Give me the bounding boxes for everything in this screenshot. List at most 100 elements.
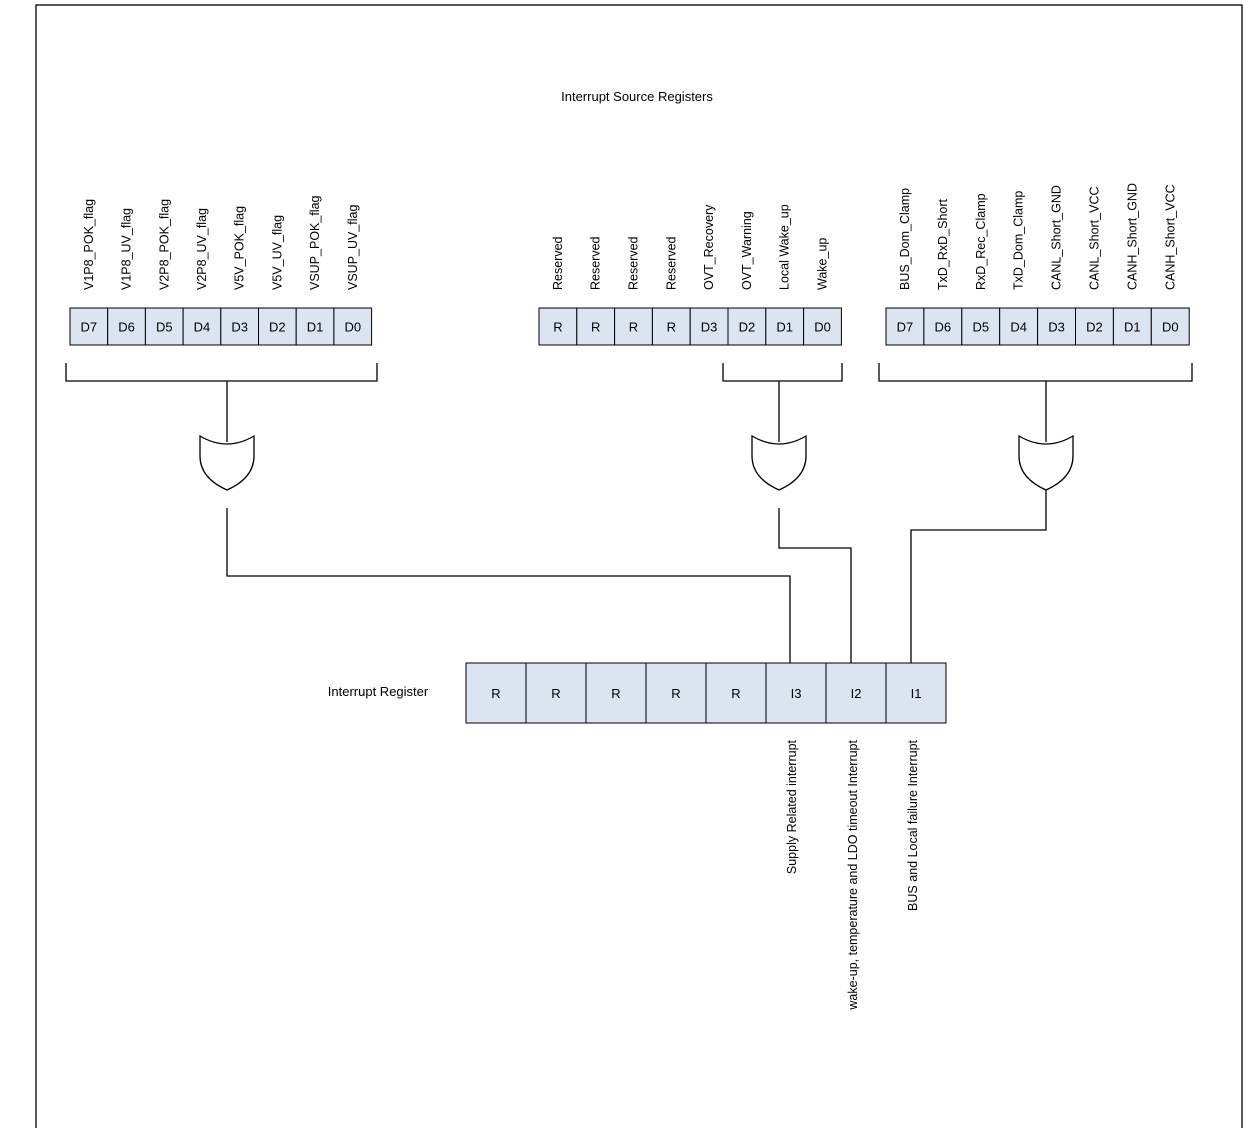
interrupt-description: wake-up, temperature and LDO timeout Int…: [846, 739, 860, 1010]
wake-register-bracket: [722, 363, 843, 382]
interrupt-bit-cell: [825, 662, 887, 724]
register-bit-cell: [885, 307, 925, 346]
register-field-label: BUS_Dom_Clamp: [898, 188, 912, 290]
register-field-label: Local Wake_up: [778, 204, 792, 290]
register-bit-label: D4: [194, 320, 211, 335]
register-bit-cell: [1150, 307, 1190, 346]
register-bit-cell: [333, 307, 373, 346]
register-bit-label: D2: [269, 320, 286, 335]
wake-interrupt-wire: [778, 508, 852, 663]
register-bit-cell: [1037, 307, 1076, 346]
register-bit-cell: [258, 307, 297, 346]
interrupt-bit-cell: [645, 662, 707, 724]
register-bit-cell: [727, 307, 767, 346]
register-bit-label: D5: [972, 320, 989, 335]
register-field-label: V1P8_POK_flag: [82, 199, 96, 290]
register-field-label: Wake_up: [816, 238, 830, 290]
interrupt-bit-label: R: [611, 686, 620, 701]
bus-or-gate: [1018, 434, 1074, 491]
register-bit-label: D3: [231, 320, 248, 335]
register-field-label: CANH_Short_VCC: [1163, 184, 1177, 290]
register-bit-cell: [538, 307, 578, 346]
interrupt-bit-label: I2: [851, 686, 862, 701]
interrupt-bit-label: R: [731, 686, 740, 701]
register-field-label: VSUP_POK_flag: [308, 195, 322, 290]
register-bit-label: R: [591, 320, 600, 335]
register-bit-cell: [651, 307, 691, 346]
register-field-label: Reserved: [627, 236, 641, 290]
register-bit-label: D6: [935, 320, 952, 335]
register-bit-cell: [295, 307, 335, 346]
bus-register-bracket: [878, 363, 1193, 382]
interrupt-bit-label: R: [551, 686, 560, 701]
register-bit-label: D7: [81, 320, 98, 335]
interrupt-description: BUS and Local failure Interrupt: [906, 739, 920, 910]
register-bit-label: R: [629, 320, 638, 335]
register-bit-cell: [107, 307, 146, 346]
register-bit-label: D1: [776, 320, 793, 335]
interrupt-bit-label: R: [491, 686, 500, 701]
register-field-label: TxD_RxD_Short: [936, 198, 950, 290]
interrupt-bit-cell: [885, 662, 947, 724]
register-field-label: V5V_UV_flag: [270, 215, 284, 290]
supply-interrupt-wire: [226, 508, 791, 663]
register-bit-label: D4: [1010, 320, 1027, 335]
bus-interrupt-wire: [910, 490, 1047, 663]
register-field-label: CANL_Short_VCC: [1087, 186, 1101, 290]
diagram-frame: [35, 4, 1243, 1128]
register-bit-cell: [803, 307, 842, 346]
register-bit-cell: [576, 307, 616, 346]
interrupt-bit-cell: [705, 662, 767, 724]
register-field-label: CANL_Short_GND: [1050, 185, 1064, 290]
register-field-label: OVT_Recovery: [702, 204, 716, 290]
register-bit-cell: [69, 307, 109, 346]
interrupt-register-label: Interrupt Register: [328, 684, 429, 699]
interrupt-description: Supply Related interrupt: [785, 739, 799, 874]
register-field-label: V5V_POK_flag: [233, 206, 247, 290]
interrupt-descriptions: Supply Related interrupt wake-up, tempera…: [785, 739, 920, 1010]
register-bit-label: D0: [344, 320, 361, 335]
diagram-title: Interrupt Source Registers: [561, 89, 713, 104]
interrupt-bit-label: I3: [791, 686, 802, 701]
register-field-label: V1P8_UV_flag: [120, 208, 134, 290]
register-bit-label: D2: [739, 320, 756, 335]
interrupt-register: R R R R R I3 I2 I1: [465, 662, 947, 724]
interrupt-bit-cell: [585, 662, 647, 724]
supply-or-gate: [199, 434, 255, 491]
register-bit-cell: [923, 307, 963, 346]
register-field-label: TxD_Dom_Clamp: [1012, 191, 1026, 290]
register-field-label: Reserved: [589, 236, 603, 290]
register-bit-cell: [144, 307, 184, 346]
wake-or-gate: [751, 434, 807, 491]
interrupt-bit-cell: [765, 662, 827, 724]
register-bit-label: R: [553, 320, 562, 335]
register-field-label: RxD_Rec_Clamp: [974, 193, 988, 290]
register-bit-cell: [961, 307, 1001, 346]
register-bit-label: D3: [701, 320, 718, 335]
interrupt-bit-cell: [525, 662, 587, 724]
supply-register-bracket: [65, 363, 378, 382]
register-field-label: Reserved: [551, 236, 565, 290]
register-bit-label: D0: [814, 320, 831, 335]
register-bit-cell: [689, 307, 729, 346]
register-field-label: Reserved: [664, 236, 678, 290]
register-field-label: CANH_Short_GND: [1125, 183, 1139, 290]
register-field-label: V2P8_POK_flag: [157, 199, 171, 290]
register-field-label: OVT_Warning: [740, 211, 754, 290]
register-bit-label: D6: [118, 320, 135, 335]
interrupt-bit-label: R: [671, 686, 680, 701]
register-bit-cell: [220, 307, 260, 346]
interrupt-bit-label: I1: [911, 686, 922, 701]
register-bit-cell: [1112, 307, 1152, 346]
register-bit-label: D0: [1162, 320, 1179, 335]
register-bit-label: D7: [897, 320, 914, 335]
register-bit-label: D1: [307, 320, 324, 335]
register-field-label: V2P8_UV_flag: [195, 208, 209, 290]
interrupt-bit-cell: [465, 662, 527, 724]
register-bit-cell: [999, 307, 1039, 346]
register-field-label: VSUP_UV_flag: [346, 204, 360, 290]
